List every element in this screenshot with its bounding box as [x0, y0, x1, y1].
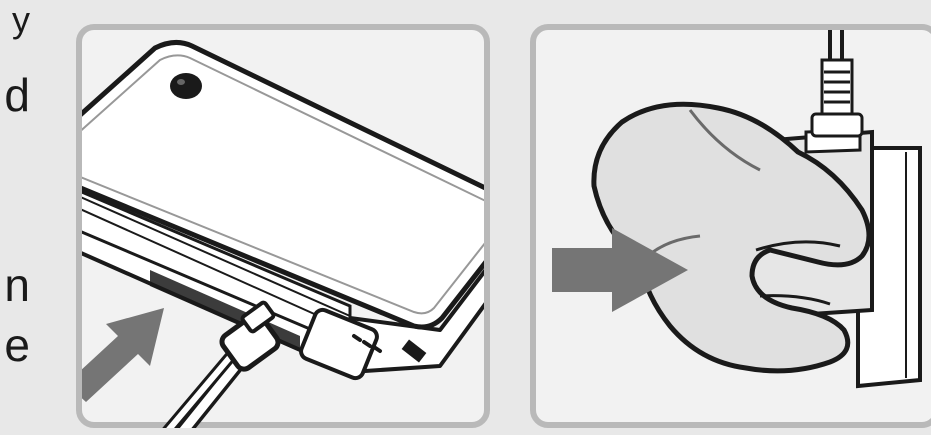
illustration-panel-left [76, 24, 490, 428]
illustration-panel-right [530, 24, 931, 428]
cropped-text-column: y d n e [0, 0, 40, 435]
text-fragment-3: n [4, 262, 30, 308]
text-fragment-1: y [12, 2, 30, 38]
text-fragment-4: e [4, 322, 30, 368]
text-fragment-2: d [4, 72, 30, 118]
